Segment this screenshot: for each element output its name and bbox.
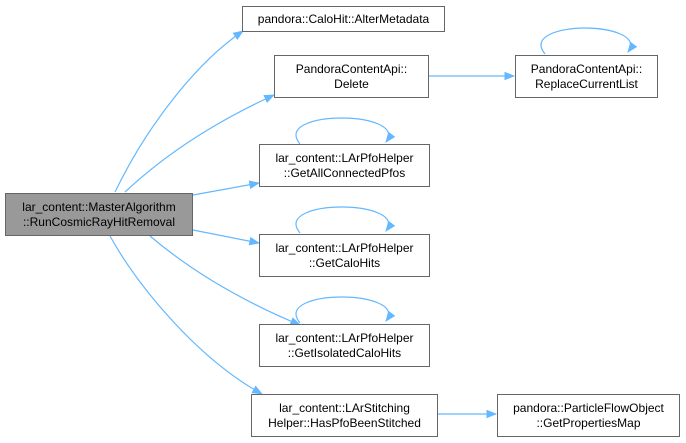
edge-self-get-isolated-calo-hits <box>295 296 396 324</box>
edge-self-get-calo-hits <box>295 206 396 234</box>
node-get-isolated-calo-hits-line1: lar_content::LArPfoHelper <box>275 330 414 345</box>
node-replace-current-list[interactable]: PandoraContentApi:: ReplaceCurrentList <box>515 55 658 98</box>
node-get-properties-map-line1: pandora::ParticleFlowObject <box>513 400 664 415</box>
node-has-pfo-been-stitched-line1: lar_content::LArStitching <box>279 400 410 415</box>
node-root-line1: lar_content::MasterAlgorithm <box>22 199 176 214</box>
node-get-isolated-calo-hits-line2: ::GetIsolatedCaloHits <box>287 345 402 360</box>
node-get-all-connected-pfos-line2: ::GetAllConnectedPfos <box>283 165 406 180</box>
edge-root-to-has-pfo-been-stitched <box>109 235 263 395</box>
node-get-all-connected-pfos-line1: lar_content::LArPfoHelper <box>275 150 414 165</box>
node-get-properties-map[interactable]: pandora::ParticleFlowObject ::GetPropert… <box>497 394 680 437</box>
node-alter-metadata[interactable]: pandora::CaloHit::AlterMetadata <box>242 6 445 32</box>
edge-root-to-get-isolated-calo-hits <box>149 235 301 326</box>
node-replace-current-list-line2: ReplaceCurrentList <box>535 76 638 91</box>
node-get-calo-hits-line1: lar_content::LArPfoHelper <box>275 240 414 255</box>
node-get-all-connected-pfos[interactable]: lar_content::LArPfoHelper ::GetAllConnec… <box>259 144 430 187</box>
node-get-calo-hits[interactable]: lar_content::LArPfoHelper ::GetCaloHits <box>259 234 430 277</box>
edge-root-to-alter-metadata <box>114 30 244 193</box>
node-has-pfo-been-stitched-line2: Helper::HasPfoBeenStitched <box>268 415 421 430</box>
node-root: lar_content::MasterAlgorithm ::RunCosmic… <box>5 193 193 236</box>
node-replace-current-list-line1: PandoraContentApi:: <box>530 61 643 76</box>
edge-self-replace-current-list <box>540 27 638 55</box>
node-get-properties-map-line2: ::GetPropertiesMap <box>536 415 641 430</box>
node-api-delete-line2: Delete <box>334 76 369 91</box>
node-alter-metadata-line1: pandora::CaloHit::AlterMetadata <box>257 11 430 26</box>
edge-root-to-get-all-connected-pfos <box>192 180 261 196</box>
node-has-pfo-been-stitched[interactable]: lar_content::LArStitching Helper::HasPfo… <box>251 394 438 437</box>
edge-root-to-get-calo-hits <box>192 229 261 246</box>
edge-self-get-all-connected-pfos <box>295 117 396 145</box>
edge-root-to-api-delete <box>124 94 275 193</box>
node-root-line2: ::RunCosmicRayHitRemoval <box>22 214 176 229</box>
node-api-delete-line1: PandoraContentApi:: <box>295 61 408 76</box>
node-get-calo-hits-line2: ::GetCaloHits <box>308 255 381 270</box>
node-api-delete[interactable]: PandoraContentApi:: Delete <box>274 55 429 98</box>
node-get-isolated-calo-hits[interactable]: lar_content::LArPfoHelper ::GetIsolatedC… <box>259 324 430 367</box>
